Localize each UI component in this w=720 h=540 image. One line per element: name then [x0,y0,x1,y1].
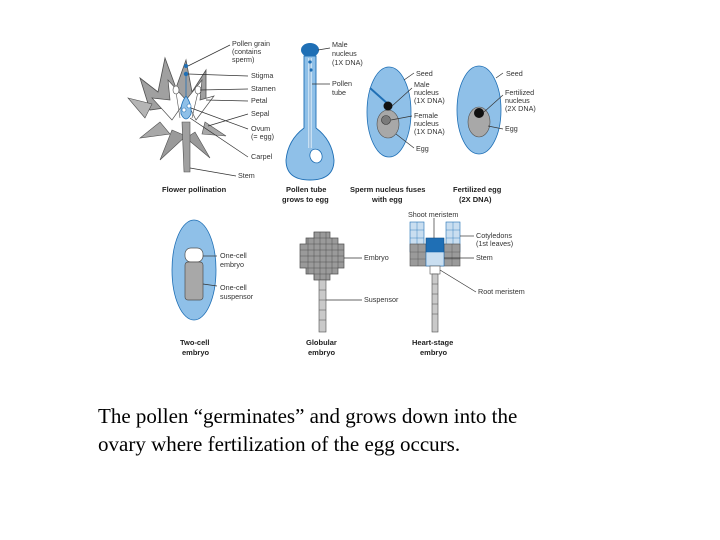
globular-embryo-illustration [299,231,345,333]
cotyledons-label-2: (1st leaves) [476,239,513,248]
fusion-panel: Seed Male nucleus (1X DNA) Female nucleu… [350,66,445,204]
two-cell-caption-2: embryo [182,348,210,357]
fusion-caption-2: with egg [371,195,403,204]
slide-caption-line-2: ovary where fertilization of the egg occ… [98,432,461,456]
flower-pollination-panel: Pollen grain (contains sperm) Stigma Sta… [127,39,276,194]
female-nucleus-label-3: (1X DNA) [414,127,445,136]
cotyledons-label: Cotyledons [476,231,512,240]
female-nucleus-label-2: nucleus [414,119,439,128]
heart-stage-embryo-panel: Shoot meristem Cotyledons (1st leaves) S… [408,210,525,357]
stigma-label: Stigma [251,71,273,80]
fusion-caption-1: Sperm nucleus fuses [350,185,425,194]
one-cell-suspensor-label: One-cell [220,283,247,292]
sepal-label: Sepal [251,109,270,118]
heart-stem-label: Stem [476,253,493,262]
petal-label: Petal [251,96,268,105]
fertilized-caption-1: Fertilized egg [453,185,502,194]
fusion-illustration [366,66,412,158]
pollen-grain-label-2: (contains [232,47,262,56]
carpel-label: Carpel [251,152,273,161]
slide-caption: The pollen “germinates” and grows down i… [98,402,618,458]
plant-reproduction-diagram: Pollen grain (contains sperm) Stigma Sta… [127,39,536,357]
root-meristem-label: Root meristem [478,287,525,296]
two-cell-caption-1: Two-cell [180,338,209,347]
pollen-tube-label: Pollen [332,79,352,88]
male-nucleus-label: Male [332,40,348,49]
flower-illustration [127,56,227,173]
fertilized-egg-illustration [456,65,502,155]
male-nucleus-label-2: nucleus [332,49,357,58]
pollen-tube-label-2: tube [332,88,346,97]
suspensor-label: Suspensor [364,295,399,304]
flower-pollination-caption: Flower pollination [162,185,227,194]
heart-stage-caption-2: embryo [420,348,448,357]
stamen-label: Stamen [251,84,276,93]
ovum-label-2: (= egg) [251,132,274,141]
fertilized-nucleus-label: Fertilized [505,88,534,97]
shoot-meristem-label: Shoot meristem [408,210,458,219]
pollen-tube-illustration [285,43,335,181]
fertilized-caption-2: (2X DNA) [459,195,492,204]
stem-label: Stem [238,171,255,180]
fusion-egg-label: Egg [416,144,429,153]
one-cell-embryo-label-2: embryo [220,260,244,269]
pollen-grain-label: Pollen grain [232,39,270,48]
fertilized-egg-label: Egg [505,124,518,133]
pollen-grain-label-3: sperm) [232,55,254,64]
fertilized-nucleus-label-3: (2X DNA) [505,104,536,113]
embryo-label: Embryo [364,253,389,262]
globular-embryo-panel: Embryo Suspensor Globular embryo [299,231,399,357]
globular-caption-2: embryo [308,348,336,357]
fusion-male-nucleus-label-3: (1X DNA) [414,96,445,105]
fusion-male-nucleus-label: Male [414,80,430,89]
pollen-tube-caption-1: Pollen tube [286,185,326,194]
seed-label: Seed [416,69,433,78]
ovum-label: Ovum [251,124,270,133]
fusion-male-nucleus-label-2: nucleus [414,88,439,97]
male-nucleus-label-3: (1X DNA) [332,58,363,67]
one-cell-embryo-label: One-cell [220,251,247,260]
two-cell-embryo-panel: One-cell embryo One-cell suspensor Two-c… [171,219,254,357]
two-cell-embryo-illustration [171,219,217,321]
fertilized-seed-label: Seed [506,69,523,78]
slide-caption-line-1: The pollen “germinates” and grows down i… [98,404,518,428]
heart-stage-embryo-illustration [409,221,461,333]
globular-caption-1: Globular [306,338,337,347]
pollen-tube-panel: Male nucleus (1X DNA) Pollen tube Pollen… [282,40,363,204]
fertilized-egg-panel: Seed Fertilized nucleus (2X DNA) Egg Fer… [453,65,536,204]
fertilized-nucleus-label-2: nucleus [505,96,530,105]
pollen-tube-caption-2: grows to egg [282,195,329,204]
heart-stage-caption-1: Heart-stage [412,338,453,347]
one-cell-suspensor-label-2: suspensor [220,292,254,301]
female-nucleus-label: Female [414,111,438,120]
